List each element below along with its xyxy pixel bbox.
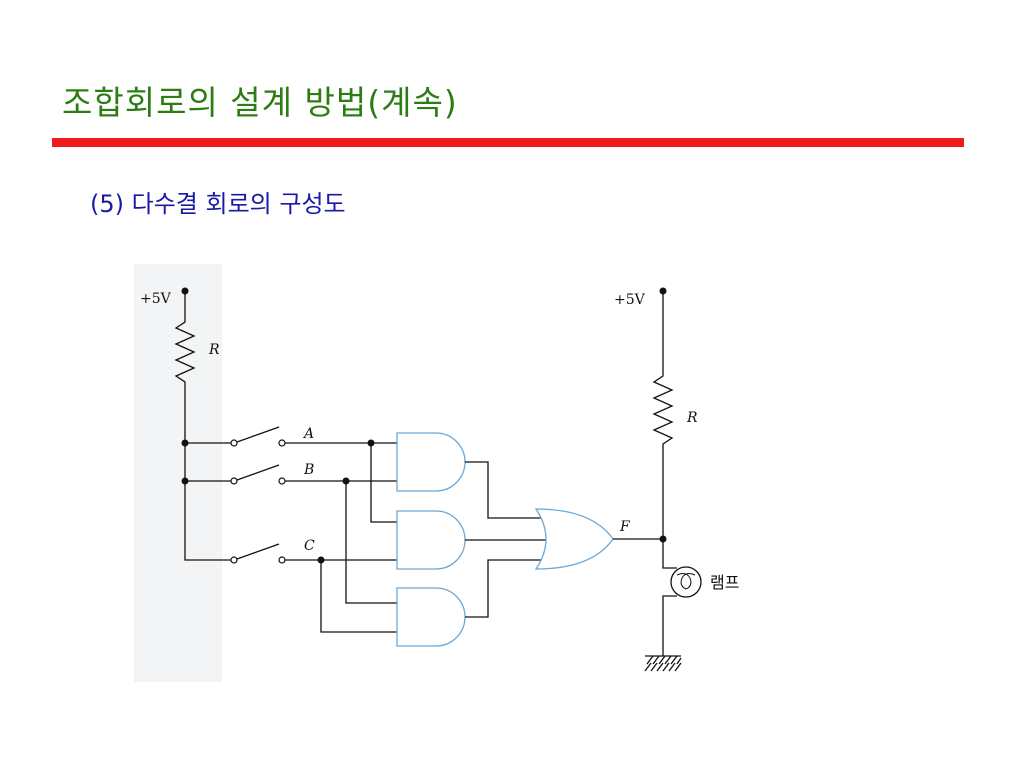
ground-wire	[662, 595, 677, 656]
or-gate	[534, 508, 614, 570]
wire-gate1-to-or	[465, 461, 541, 519]
right-resistor-label: R	[686, 410, 698, 426]
right-resistor	[652, 291, 674, 539]
switch-a	[185, 426, 397, 447]
lamp-feed-wire	[662, 539, 677, 569]
input-c-label: C	[304, 538, 315, 554]
lamp-label: 램프	[710, 573, 739, 592]
wire-c-to-gate3	[320, 560, 397, 633]
wire-gate3-to-or	[465, 559, 541, 618]
input-a-label: A	[302, 426, 314, 442]
ground-icon	[644, 655, 682, 672]
and-gate-3	[396, 587, 466, 647]
switch-b	[185, 464, 397, 485]
output-label: F	[619, 519, 631, 535]
slide-title: 조합회로의 설계 방법(계속)	[62, 83, 458, 122]
junction-c	[317, 556, 325, 564]
wire-b-to-gate3	[345, 481, 397, 604]
slide-subtitle: (5) 다수결 회로의 구성도	[90, 190, 346, 218]
wire-a-to-gate2	[370, 443, 397, 523]
left-resistor-label: R	[208, 342, 220, 358]
switch-c	[230, 543, 397, 564]
and-gate-2	[396, 510, 466, 570]
input-b-label: B	[303, 462, 314, 478]
junction-a	[367, 439, 375, 447]
left-supply-label: +5V	[140, 291, 172, 307]
lamp-icon	[670, 566, 702, 598]
junction-b	[342, 477, 350, 485]
left-resistor	[174, 291, 196, 443]
right-supply-label: +5V	[614, 292, 646, 308]
and-gate-1	[396, 432, 466, 492]
title-divider	[52, 138, 964, 147]
diagram-backdrop	[134, 264, 222, 682]
